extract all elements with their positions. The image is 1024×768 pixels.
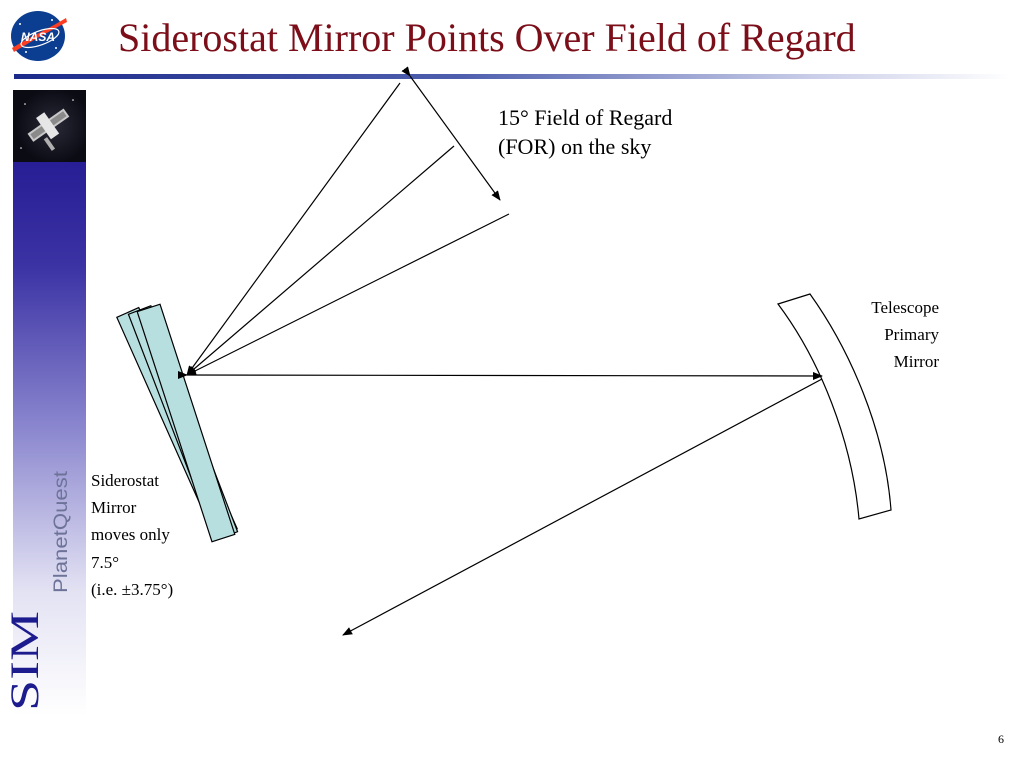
- sky-ray-upper: [186, 82, 401, 376]
- telescope-primary-mirror: [777, 293, 892, 520]
- nasa-swoosh: [12, 18, 67, 52]
- nasa-logo: NASA: [11, 11, 67, 61]
- sky-ray-lower: [186, 213, 510, 376]
- field-of-regard-arrow: [401, 66, 501, 201]
- page-number: 6: [998, 732, 1004, 746]
- satellite-image: [13, 90, 86, 162]
- siderostat-label-line4: 7.5°: [91, 552, 120, 572]
- siderostat-mirror: [116, 303, 239, 543]
- planetquest-logo-text: PlanetQuest: [51, 470, 72, 593]
- siderostat-label-line2: Mirror: [91, 498, 137, 518]
- siderostat-label-line3: moves only: [91, 525, 170, 545]
- siderostat-label-line1: Siderostat: [91, 471, 159, 490]
- telescope-label-line1: Telescope: [871, 298, 939, 317]
- siderostat-mirror-label: Siderostat Mirror moves only 7.5° (i.e. …: [91, 467, 173, 603]
- sim-planetquest-logo: SIM PlanetQuest: [6, 470, 72, 711]
- telescope-primary-mirror-label: Telescope Primary Mirror: [800, 294, 939, 376]
- telescope-label-line2: Primary: [884, 325, 939, 345]
- field-of-regard-label-line2: (FOR) on the sky: [498, 133, 652, 159]
- page-title: Siderostat Mirror Points Over Field of R…: [118, 15, 856, 60]
- sky-ray-middle: [186, 145, 455, 376]
- telescope-label-line3: Mirror: [893, 352, 939, 372]
- field-of-regard-label-line1: 15° Field of Regard: [498, 105, 673, 130]
- reflected-beam: [342, 378, 823, 636]
- siderostat-mirror-pane-front: [136, 303, 236, 543]
- mirror-to-telescope-beam: [177, 370, 823, 380]
- header-rule: [14, 74, 1010, 79]
- sidebar-band: [13, 90, 86, 716]
- field-of-regard-label: 15° Field of Regard (FOR) on the sky: [498, 104, 672, 161]
- nasa-logo-text: NASA: [21, 30, 55, 44]
- siderostat-label-line5: (i.e. ±3.75°): [91, 579, 174, 599]
- sim-logo-text: SIM: [6, 611, 47, 711]
